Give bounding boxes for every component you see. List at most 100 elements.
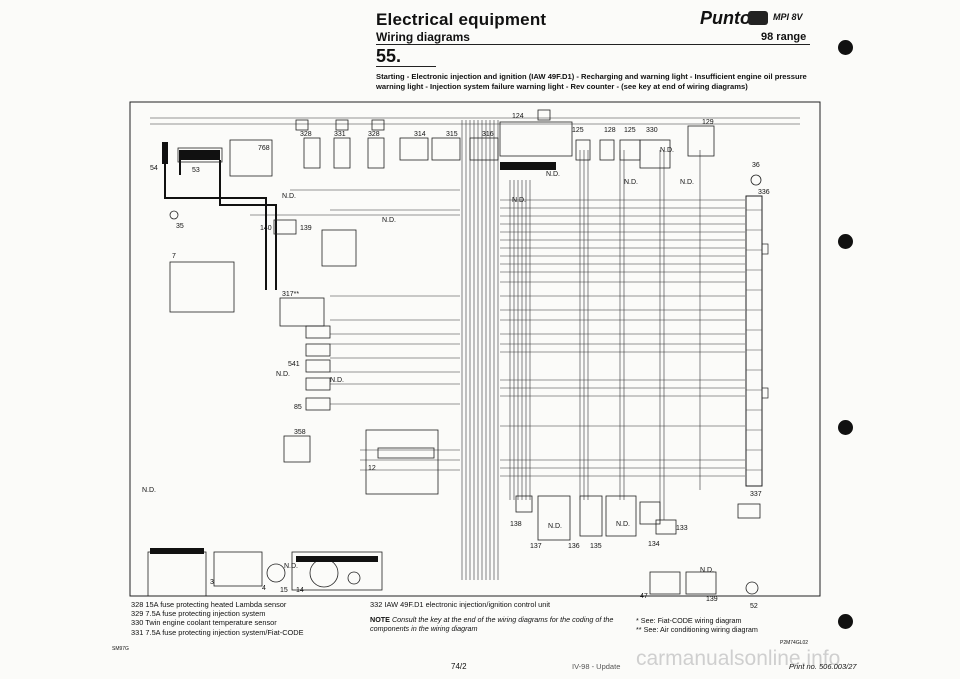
label-47: 47 — [640, 593, 648, 600]
label-331: 331 — [334, 131, 346, 138]
margin-bullet — [838, 420, 853, 435]
key-item: 328 15A fuse protecting heated Lambda se… — [131, 600, 287, 609]
label-314: 314 — [414, 131, 426, 138]
label-133: 133 — [676, 525, 688, 532]
top-components — [177, 109, 715, 177]
label-128: 128 — [604, 127, 616, 134]
label-134: 134 — [648, 541, 660, 548]
label-nd-4: N.D. — [330, 377, 344, 384]
label-54: 54 — [150, 165, 158, 172]
connector-block — [296, 556, 378, 562]
key-item: 330 Twin engine coolant temperature sens… — [131, 618, 277, 628]
label-358: 358 — [294, 429, 306, 436]
note-text: Consult the key at the end of the wiring… — [370, 615, 614, 633]
label-nd-6: N.D. — [512, 197, 526, 204]
note: NOTE Consult the key at the end of the w… — [370, 615, 620, 633]
label-337: 337 — [750, 491, 762, 498]
left-code: SM97G — [112, 646, 129, 652]
label-nd-8: N.D. — [660, 147, 674, 154]
see-note: * See: Fiat-CODE wiring diagram — [636, 616, 742, 625]
label-53: 53 — [192, 167, 200, 174]
label-nd-2: N.D. — [382, 217, 396, 224]
label-15: 15 — [280, 587, 288, 594]
watermark: carmanualsonline.info — [636, 647, 841, 670]
label-nd-11: N.D. — [548, 523, 562, 530]
label-7: 7 — [172, 253, 176, 260]
ecu-feed-wires — [150, 117, 800, 477]
engine-label: MPI 8V — [773, 12, 803, 22]
component-labels: 328 331 328 314 315 316 124 125 128 125 … — [142, 113, 770, 610]
label-85: 85 — [294, 404, 302, 411]
label-137: 137 — [530, 543, 542, 550]
print-number: Print no. 506.003/27 — [789, 662, 857, 671]
label-140: 140 — [260, 225, 272, 232]
label-316: 316 — [482, 131, 494, 138]
label-nd-13: N.D. — [284, 563, 298, 570]
component-key: 328 15A fuse protecting heated Lambda se… — [131, 600, 304, 637]
header-rule-short — [376, 66, 436, 67]
bottom-components — [147, 174, 762, 597]
margin-bullet — [838, 40, 853, 55]
page-number: 74/2 — [451, 662, 467, 671]
left-components — [169, 210, 439, 495]
label-nd-1: N.D. — [282, 193, 296, 200]
label-336: 336 — [758, 189, 770, 196]
power-cables — [164, 150, 277, 290]
label-328: 328 — [300, 131, 312, 138]
label-125: 125 — [572, 127, 584, 134]
fiat-logo-icon — [748, 11, 768, 25]
key-item: 331 7.5A fuse protecting injection syste… — [131, 627, 304, 637]
label-139: 139 — [300, 225, 312, 232]
see-notes: * See: Fiat-CODE wiring diagram ** See: … — [636, 616, 758, 634]
margin-bullet — [838, 614, 853, 629]
range-label: 98 range — [761, 31, 807, 43]
label-315: 315 — [446, 131, 458, 138]
update-label: IV-98 - Update — [572, 662, 621, 671]
harness-bundle — [461, 120, 701, 580]
label-nd-5: N.D. — [142, 487, 156, 494]
label-328b: 328 — [368, 131, 380, 138]
label-nd-12: N.D. — [616, 521, 630, 528]
label-52: 52 — [750, 603, 758, 610]
label-nd-10: N.D. — [680, 179, 694, 186]
diagram-frame — [129, 101, 821, 597]
ecu-pins — [746, 209, 762, 471]
header-rule — [376, 44, 810, 45]
label-nd-3: N.D. — [276, 371, 290, 378]
label-35: 35 — [176, 223, 184, 230]
label-14: 14 — [296, 587, 304, 594]
note-label: NOTE — [370, 615, 390, 624]
label-nd-7: N.D. — [546, 171, 560, 178]
page-subtitle: Wiring diagrams — [376, 30, 470, 44]
see-note: ** See: Air conditioning wiring diagram — [636, 625, 758, 634]
page-title: Electrical equipment — [376, 10, 547, 29]
label-541: 541 — [288, 361, 300, 368]
label-138: 138 — [510, 521, 522, 528]
label-36: 36 — [752, 162, 760, 169]
key-item: 329 7.5A fuse protecting injection syste… — [131, 609, 266, 619]
diagram-caption: Starting - Electronic injection and igni… — [376, 72, 807, 91]
label-768: 768 — [258, 145, 270, 152]
label-135: 135 — [590, 543, 602, 550]
connector-blocks — [162, 142, 556, 170]
label-125b: 125 — [624, 127, 636, 134]
label-nd-9: N.D. — [624, 179, 638, 186]
label-4: 4 — [262, 585, 266, 592]
ecu-connector — [745, 195, 763, 487]
diagram-number: 55. — [376, 46, 402, 66]
connector-block — [150, 548, 204, 554]
label-3: 3 — [210, 579, 214, 586]
reference-code: P2M74GL02 — [780, 640, 809, 646]
label-139b: 139 — [706, 596, 718, 603]
label-330: 330 — [646, 127, 658, 134]
label-136: 136 — [568, 543, 580, 550]
margin-bullet — [838, 234, 853, 249]
label-129: 129 — [702, 119, 714, 126]
label-124: 124 — [512, 113, 524, 120]
label-nd-14: N.D. — [700, 567, 714, 574]
model-name: Punto — [700, 8, 751, 28]
label-317: 317** — [282, 291, 299, 298]
label-12: 12 — [368, 465, 376, 472]
key-item-332: 332 IAW 49F.D1 electronic injection/igni… — [370, 600, 551, 609]
